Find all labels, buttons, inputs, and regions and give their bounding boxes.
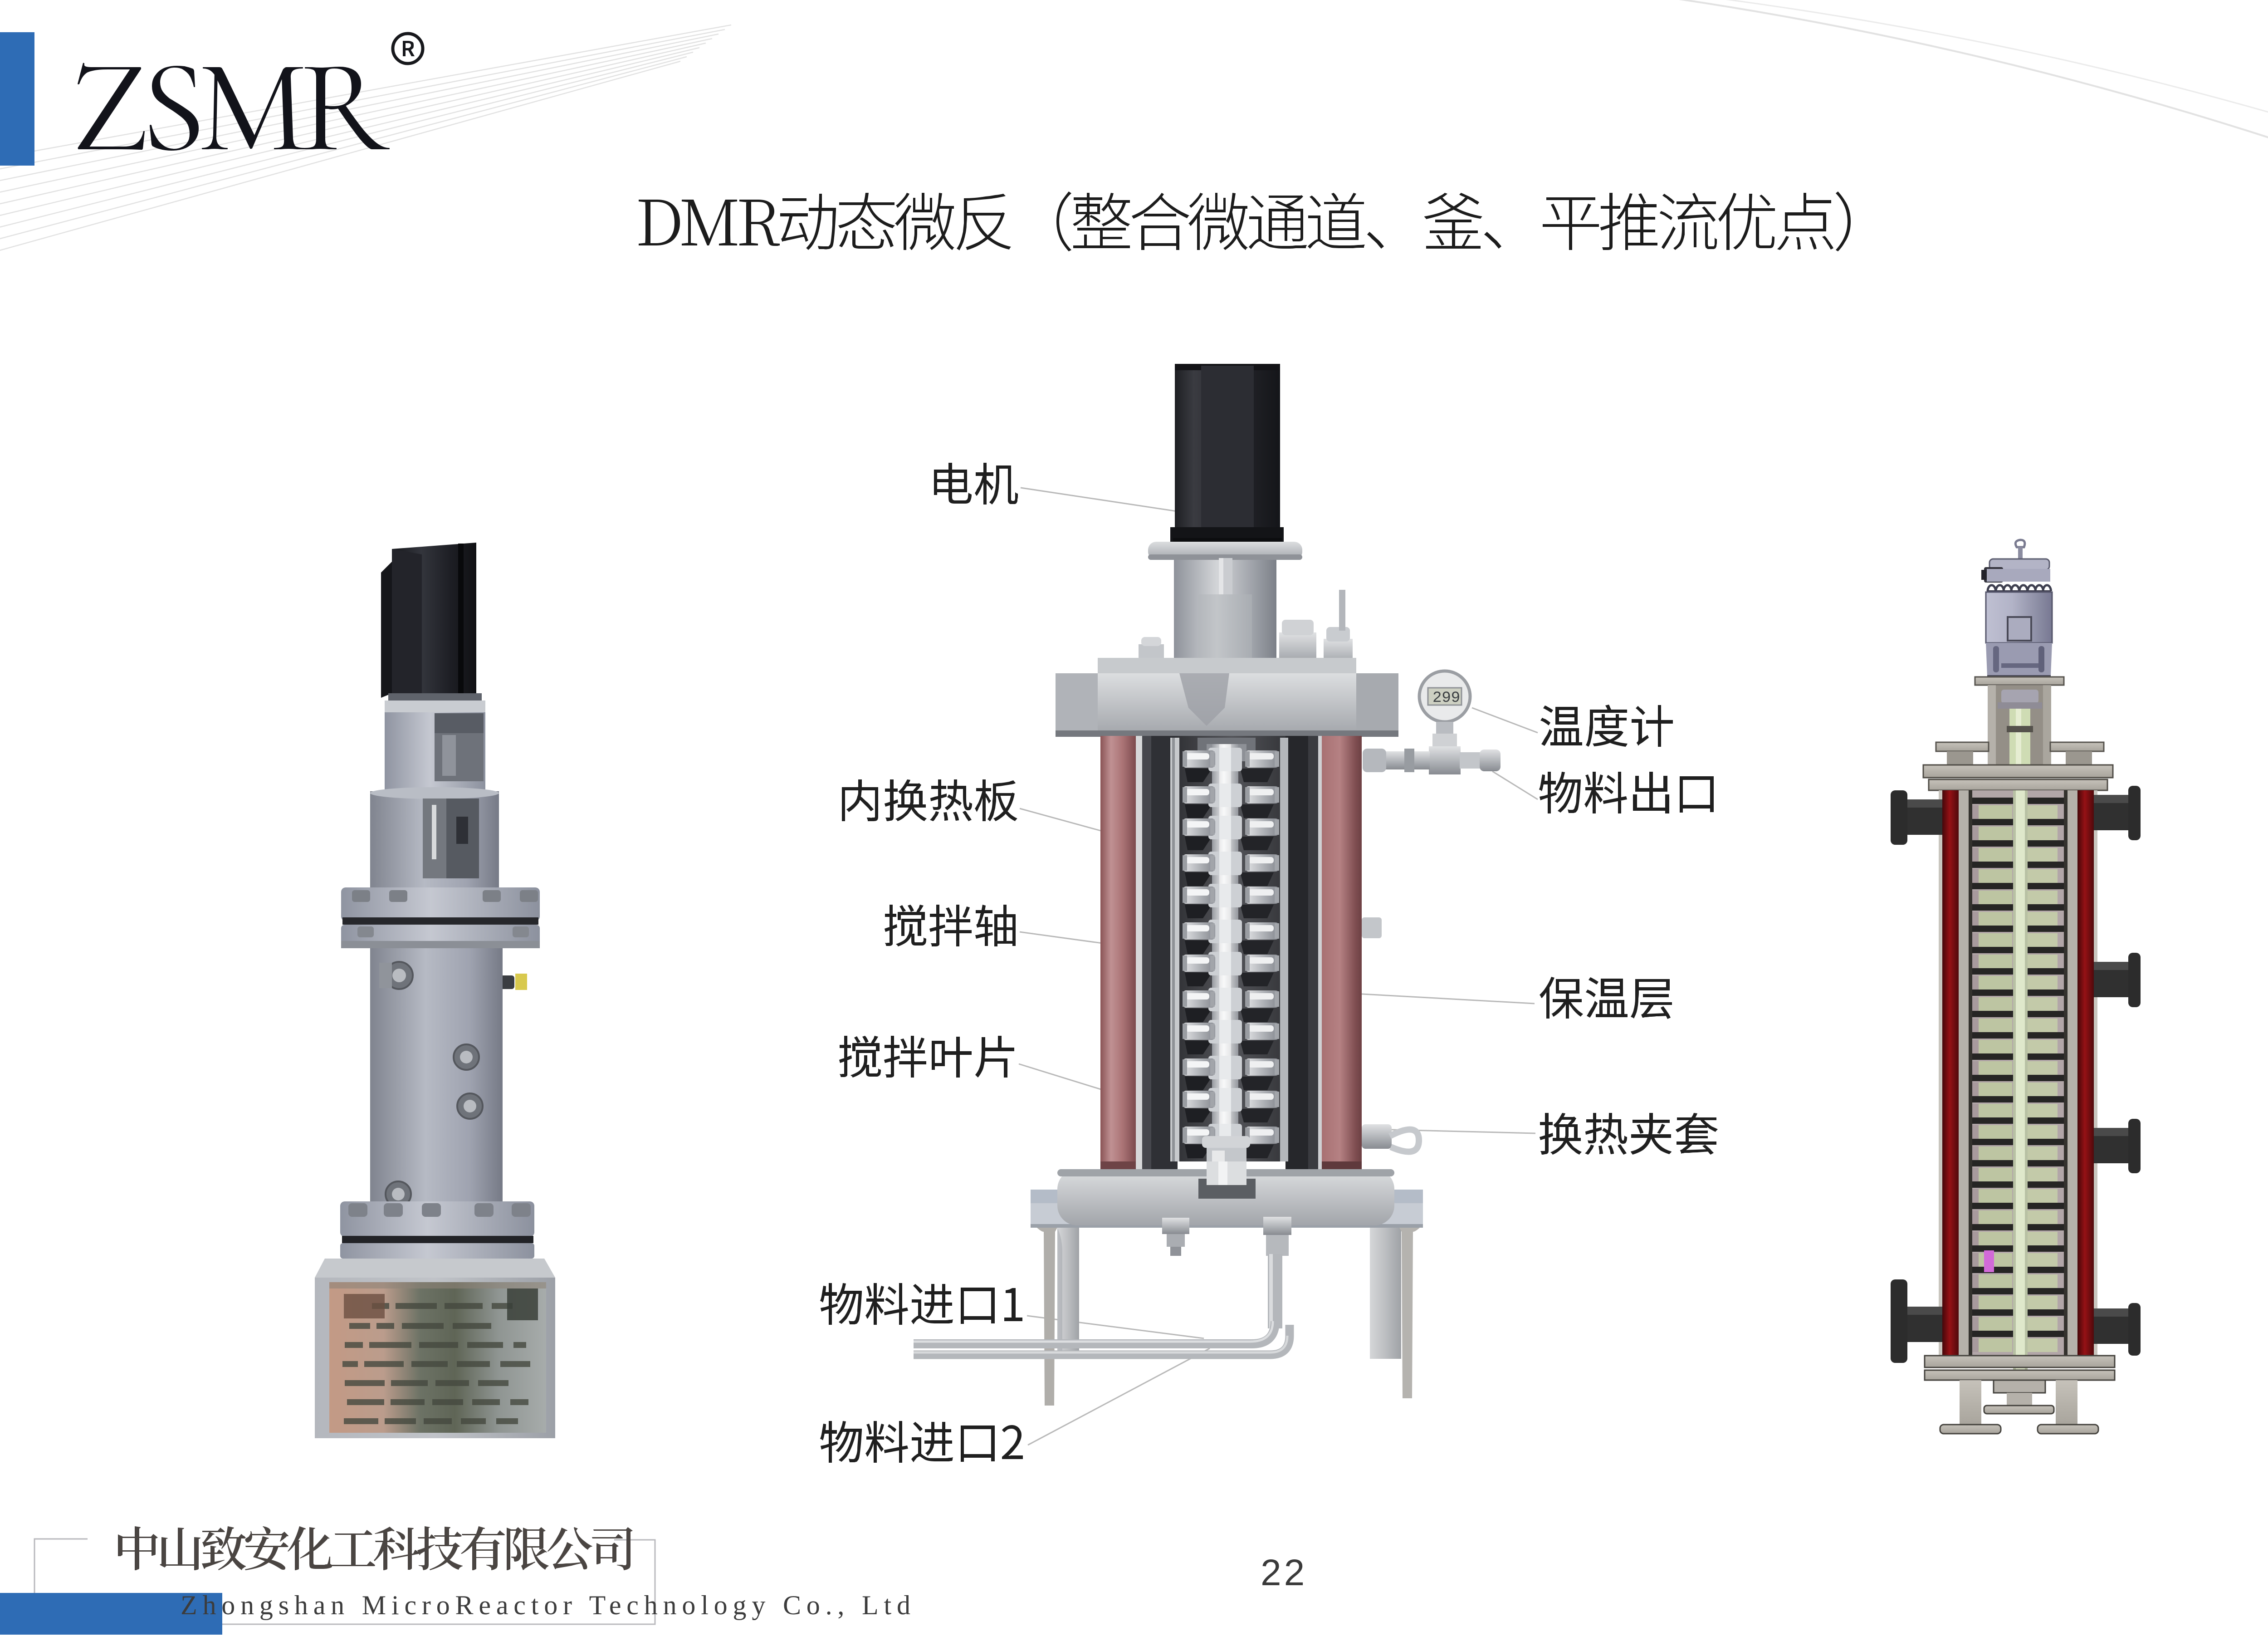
svg-text:299: 299	[1432, 690, 1460, 707]
svg-text:Zhongshan MicroReactor Techno: Zhongshan MicroReactor Technology Co., L…	[181, 1590, 910, 1620]
svg-text:22: 22	[1261, 1552, 1307, 1593]
